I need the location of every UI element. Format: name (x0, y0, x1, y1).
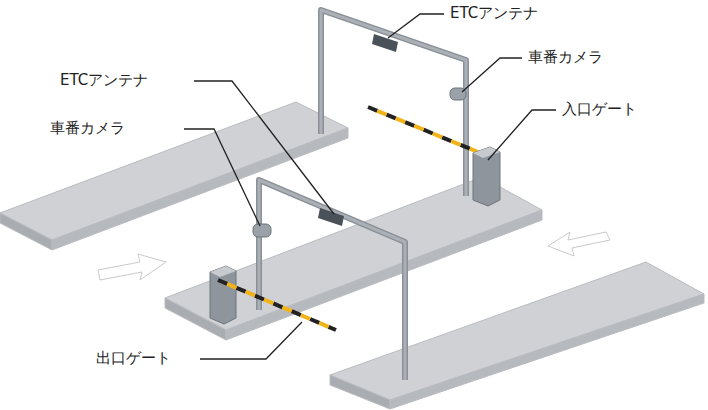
callout-label: 車番カメラ (526, 48, 605, 66)
callout-label: 出口ゲート (94, 349, 173, 367)
exit-gate (210, 180, 405, 380)
plate-camera (253, 224, 271, 237)
entry-gate (321, 10, 500, 206)
callout-label: 入口ゲート (560, 100, 639, 118)
callout-label: ETCアンテナ (448, 4, 540, 22)
callout-label: ETCアンテナ (58, 71, 150, 89)
direction-arrows (98, 232, 610, 280)
callout-label: 車番カメラ (48, 119, 127, 137)
leader-lines (184, 14, 556, 359)
road-slabs (0, 102, 704, 409)
etc-antenna (372, 34, 398, 52)
